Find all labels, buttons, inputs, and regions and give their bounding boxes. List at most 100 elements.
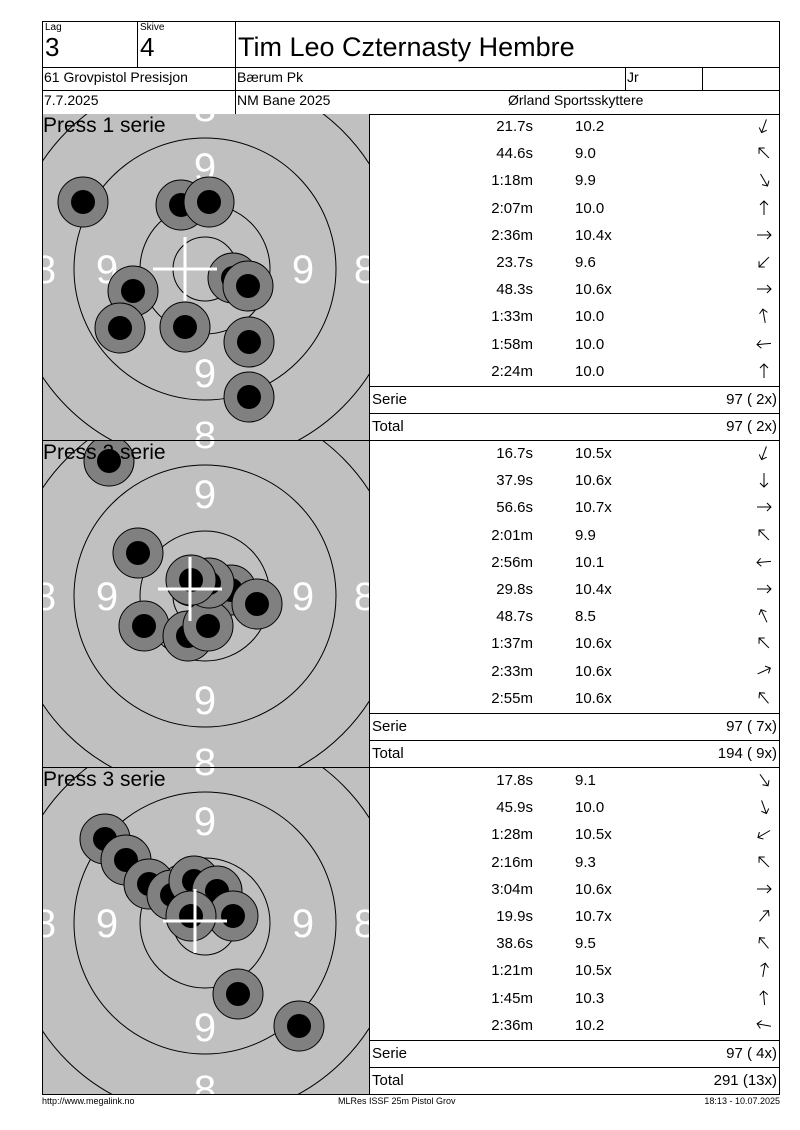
shot-direction-arrow-icon bbox=[755, 825, 773, 843]
ring-number-8-top: 8 bbox=[194, 768, 216, 784]
skive-label: Skive bbox=[140, 22, 165, 33]
shot-score: 10.0 bbox=[575, 799, 605, 817]
shot-direction-arrow-icon bbox=[755, 634, 773, 652]
shot-time: 16.7s bbox=[496, 445, 533, 462]
series-section: 99998888Press 3 serie17.8s9.145.9s10.01:… bbox=[42, 768, 780, 1095]
ring-number-9-top: 9 bbox=[194, 800, 216, 844]
shot-score: 10.0 bbox=[575, 308, 605, 326]
shot-score: 10.2 bbox=[575, 1016, 605, 1034]
shot-time: 2:56m bbox=[491, 553, 533, 571]
shot-direction-arrow-icon bbox=[755, 144, 773, 162]
shot-time: 2:07m bbox=[491, 199, 533, 217]
shot-direction-arrow-icon bbox=[755, 798, 773, 816]
shot-score: 9.3 bbox=[575, 853, 596, 871]
shot-time: 21.7s bbox=[496, 118, 533, 135]
shot-direction-arrow-icon bbox=[755, 1016, 773, 1034]
shot-time: 1:28m bbox=[491, 826, 533, 844]
shot-direction-arrow-icon bbox=[755, 171, 773, 189]
ring-number-8-top: 8 bbox=[194, 114, 216, 130]
target-face: 99998888 bbox=[43, 441, 369, 767]
total-value: 291 (13x) bbox=[713, 1072, 777, 1089]
shot-time: 2:24m bbox=[491, 362, 533, 380]
shot-direction-arrow-icon bbox=[755, 253, 773, 271]
group-center-crosshair bbox=[158, 557, 222, 621]
shot-hole bbox=[118, 600, 170, 652]
shot-score: 10.6x bbox=[575, 689, 612, 707]
series-title: Press 1 serie bbox=[43, 114, 166, 137]
shot-row: 2:36m 10.2 bbox=[370, 1013, 779, 1040]
shot-time: 1:18m bbox=[491, 172, 533, 190]
shot-direction-arrow-icon bbox=[755, 498, 773, 516]
shot-score: 10.4x bbox=[575, 226, 612, 244]
shot-hole bbox=[231, 578, 283, 630]
shot-direction-arrow-icon bbox=[755, 444, 773, 462]
shot-score: 10.0 bbox=[575, 199, 605, 217]
date: 7.7.2025 bbox=[44, 92, 99, 108]
ring-9 bbox=[73, 137, 337, 401]
shot-time: 48.3s bbox=[496, 281, 533, 299]
shot-time: 19.9s bbox=[496, 908, 533, 925]
lag-cell: Lag 3 bbox=[42, 21, 138, 68]
shot-score: 10.5x bbox=[575, 445, 612, 462]
shot-direction-arrow-icon bbox=[755, 526, 773, 544]
shot-score: 10.4x bbox=[575, 581, 612, 598]
shot-time: 29.8s bbox=[496, 581, 533, 598]
ring-number-8-right: 8 bbox=[354, 902, 369, 946]
shot-time: 3:04m bbox=[491, 880, 533, 898]
shot-score: 10.0 bbox=[575, 335, 605, 353]
shot-time: 1:21m bbox=[491, 962, 533, 980]
shot-row: 29.8s 10.4x bbox=[370, 577, 779, 604]
footer-url: http://www.megalink.no bbox=[42, 1096, 135, 1106]
organizer-name: Ørland Sportsskyttere bbox=[508, 92, 644, 108]
shot-time: 44.6s bbox=[496, 145, 533, 163]
series-sum-label: Serie bbox=[372, 391, 408, 408]
shot-time: 2:36m bbox=[491, 1016, 533, 1034]
shot-direction-arrow-icon bbox=[755, 771, 773, 789]
shot-time: 1:33m bbox=[491, 308, 533, 326]
shot-score: 9.9 bbox=[575, 172, 596, 190]
target-panel: 99998888Press 3 serie bbox=[43, 768, 369, 1094]
series-section: 99998888Press 2 serie16.7s10.5x37.9s10.6… bbox=[42, 441, 780, 768]
ring-number-9-right: 9 bbox=[292, 575, 314, 619]
group-center-crosshair bbox=[153, 237, 217, 301]
date-cell: 7.7.2025 bbox=[42, 90, 236, 115]
ring-number-8-top: 8 bbox=[194, 441, 216, 457]
series-sum-value: 97 ( 2x) bbox=[726, 391, 777, 408]
total-value: 194 ( 9x) bbox=[717, 745, 777, 762]
shot-score: 9.0 bbox=[575, 145, 596, 163]
ring-number-9-right: 9 bbox=[292, 902, 314, 946]
series-sum-value: 97 ( 7x) bbox=[726, 718, 777, 735]
shot-time: 1:37m bbox=[491, 635, 533, 653]
shot-score: 10.6x bbox=[575, 662, 612, 680]
shot-score: 10.5x bbox=[575, 826, 612, 844]
target-face: 99998888 bbox=[43, 114, 369, 440]
shot-score: 10.5x bbox=[575, 962, 612, 980]
shot-hole bbox=[112, 527, 164, 579]
shot-time: 23.7s bbox=[496, 254, 533, 271]
ring-number-8-right: 8 bbox=[354, 248, 369, 292]
total-label: Total bbox=[372, 418, 404, 435]
shot-score: 10.7x bbox=[575, 499, 612, 517]
shot-hole bbox=[83, 441, 135, 487]
ring-number-9-bottom: 9 bbox=[194, 1006, 216, 1050]
event-name: 61 Grovpistol Presisjon bbox=[44, 69, 188, 85]
footer-timestamp: 18:13 - 10.07.2025 bbox=[704, 1096, 780, 1106]
shot-score: 9.5 bbox=[575, 935, 596, 953]
ring-number-9-top: 9 bbox=[194, 473, 216, 517]
shot-hole bbox=[182, 600, 234, 652]
